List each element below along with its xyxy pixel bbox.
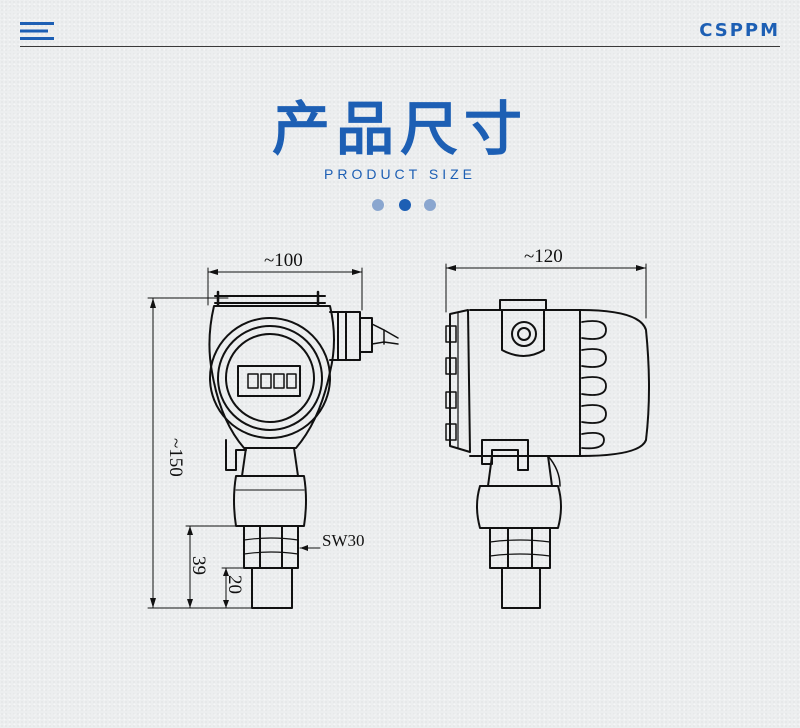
dimension-drawing: ~100 ~150 39 20 SW30 <box>147 246 650 609</box>
front-view: ~100 ~150 39 20 SW30 <box>147 250 399 609</box>
pagination-dot-3[interactable] <box>424 199 436 211</box>
wrench-size-label: SW30 <box>322 531 365 550</box>
hamburger-menu-icon[interactable] <box>20 20 56 42</box>
dim-39-label: 39 <box>188 556 209 575</box>
header-divider <box>20 46 780 47</box>
section-subtitle: PRODUCT SIZE <box>324 166 476 182</box>
header: CSPPM <box>20 14 780 48</box>
front-height-label: ~150 <box>165 438 186 477</box>
section-title: 产品尺寸 <box>271 95 528 163</box>
side-width-label: ~120 <box>524 246 563 267</box>
pagination-dot-2[interactable] <box>399 199 411 211</box>
side-view: ~120 <box>445 246 650 609</box>
brand-name: CSPPM <box>699 20 780 41</box>
front-width-label: ~100 <box>264 250 303 271</box>
pagination-dot-1[interactable] <box>372 199 384 211</box>
dim-20-label: 20 <box>224 575 245 594</box>
pagination-dots <box>368 199 438 213</box>
